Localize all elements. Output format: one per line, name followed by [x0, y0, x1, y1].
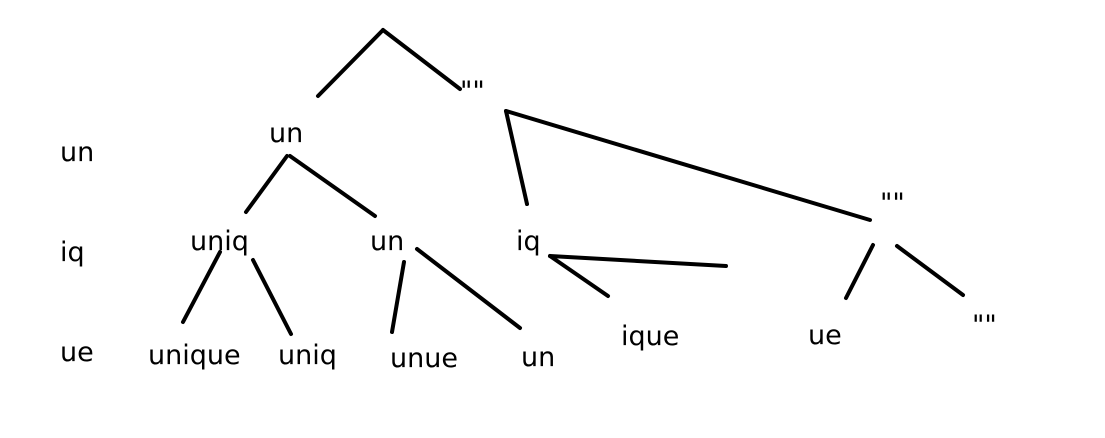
row-label-iq: iq: [60, 237, 85, 268]
leaf-unue: unue: [390, 343, 458, 374]
node-uniq: uniq: [190, 226, 249, 257]
leaf-unique: unique: [148, 340, 241, 371]
edge-empty-empty: [504, 109, 872, 222]
edge-empty-ue: [844, 243, 875, 300]
node-empty-top: "": [460, 76, 485, 107]
tree-edges: [181, 28, 965, 336]
edge-un-unue: [390, 260, 406, 334]
edge-root-right: [381, 28, 462, 91]
node-labels: un "" uniq un iq "" unique uniq unue un …: [148, 76, 997, 374]
row-labels: un iq ue: [60, 137, 94, 368]
edge-un-un-leaf: [415, 247, 522, 330]
node-empty-mid: "": [880, 188, 905, 219]
edge-un-uniq: [244, 154, 289, 214]
edge-uniq-unique: [181, 250, 222, 324]
node-iq: iq: [516, 226, 541, 257]
leaf-ique: ique: [621, 321, 679, 352]
node-un: un: [269, 118, 303, 149]
node-un-mid: un: [370, 226, 404, 257]
row-label-ue: ue: [60, 337, 94, 368]
edge-empty-emptyleaf: [895, 244, 965, 297]
row-label-un: un: [60, 137, 94, 168]
edge-uniq-uniq: [251, 258, 293, 336]
edge-root-left: [316, 28, 385, 98]
edge-un-un: [288, 154, 377, 218]
edge-empty-iq: [504, 109, 529, 206]
edge-iq-ique: [548, 254, 610, 298]
leaf-empty: "": [972, 310, 997, 341]
leaf-ue: ue: [808, 320, 842, 351]
leaf-uniq: uniq: [278, 340, 337, 371]
edge-iq-right: [548, 254, 728, 268]
leaf-un: un: [521, 342, 555, 373]
